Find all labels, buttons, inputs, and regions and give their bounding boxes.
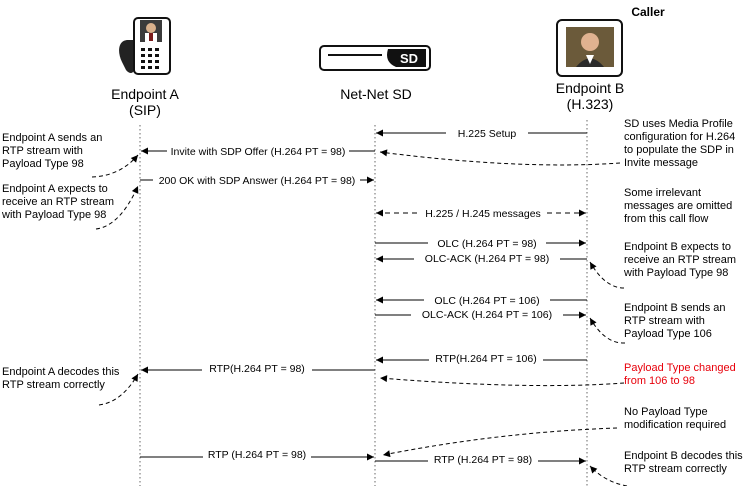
callout-b-decodes	[589, 465, 628, 486]
message-rtp-98-to-b: RTP (H.264 PT = 98)	[375, 454, 586, 467]
note-endpoint-a-decodes: Endpoint A decodes this RTP stream corre…	[2, 366, 123, 391]
svg-text:RTP (H.264 PT = 98): RTP (H.264 PT = 98)	[208, 449, 306, 461]
note-endpoint-a-sends: Endpoint A sends an RTP stream with Payl…	[2, 132, 105, 170]
message-rtp-98-to-a: RTP(H.264 PT = 98)	[141, 363, 375, 376]
svg-text:OLC (H.264 PT = 98): OLC (H.264 PT = 98)	[437, 238, 536, 250]
message-olc-ack-106: OLC-ACK (H.264 PT = 106)	[375, 308, 586, 321]
svg-text:H.225 / H.245 messages: H.225 / H.245 messages	[425, 208, 541, 220]
desk-phone-icon	[119, 17, 171, 75]
svg-text:200 OK with SDP Answer (H.264: 200 OK with SDP Answer (H.264 PT = 98)	[159, 175, 356, 187]
svg-text:RTP(H.264 PT = 106): RTP(H.264 PT = 106)	[435, 353, 536, 365]
note-no-modification: No Payload Type modification required	[624, 406, 726, 431]
endpoint-b-title: Endpoint B	[556, 80, 625, 96]
callout-a-decodes	[98, 373, 139, 406]
video-phone-icon	[556, 19, 623, 77]
callout-sd-profile	[379, 149, 621, 166]
message-h225-setup: H.225 Setup	[376, 126, 587, 140]
svg-text:OLC-ACK (H.264 PT = 106): OLC-ACK (H.264 PT = 106)	[422, 309, 552, 321]
svg-text:RTP(H.264 PT = 98): RTP(H.264 PT = 98)	[209, 363, 305, 375]
svg-text:RTP (H.264 PT = 98): RTP (H.264 PT = 98)	[434, 454, 532, 466]
sd-box-label: SD	[400, 51, 418, 66]
message-olc-106: OLC (H.264 PT = 106)	[376, 293, 587, 307]
svg-text:H.225 Setup: H.225 Setup	[458, 128, 517, 140]
message-rtp-98-from-a: RTP (H.264 PT = 98)	[140, 449, 374, 463]
svg-text:OLC-ACK (H.264 PT = 98): OLC-ACK (H.264 PT = 98)	[425, 253, 549, 265]
note-sd-media-profile: SD uses Media Profile configuration for …	[624, 118, 738, 169]
sd-appliance-icon: SD	[319, 45, 431, 71]
net-net-sd-title: Net-Net SD	[340, 86, 412, 102]
message-invite-sdp-offer: Invite with SDP Offer (H.264 PT = 98)	[141, 144, 375, 158]
caller-label: Caller	[631, 5, 665, 19]
message-olc-ack-98: OLC-ACK (H.264 PT = 98)	[376, 252, 587, 265]
callout-no-mod	[382, 427, 618, 458]
endpoint-a-protocol: (SIP)	[129, 102, 161, 118]
message-h225-h245: H.225 / H.245 messages	[376, 206, 586, 220]
callout-b-expects	[589, 261, 625, 289]
message-olc-98: OLC (H.264 PT = 98)	[375, 236, 586, 250]
endpoint-a-title: Endpoint A	[111, 86, 179, 102]
note-endpoint-b-decodes: Endpoint B decodes this RTP stream corre…	[624, 450, 745, 475]
callout-a-sends	[91, 154, 139, 178]
svg-text:OLC (H.264 PT = 106): OLC (H.264 PT = 106)	[434, 295, 539, 307]
svg-text:Invite with SDP Offer (H.264 P: Invite with SDP Offer (H.264 PT = 98)	[171, 146, 346, 158]
note-irrelevant-messages: Some irrelevant messages are omitted fro…	[624, 187, 735, 225]
note-endpoint-a-expects: Endpoint A expects to receive an RTP str…	[1, 183, 117, 221]
note-payload-type-changed: Payload Type changed from 106 to 98	[624, 362, 739, 387]
message-rtp-106: RTP(H.264 PT = 106)	[376, 353, 587, 366]
note-endpoint-b-sends: Endpoint B sends an RTP stream with Payl…	[624, 302, 729, 340]
endpoint-b-protocol: (H.323)	[567, 96, 614, 112]
callout-b-sends	[589, 317, 626, 344]
note-endpoint-b-expects: Endpoint B expects to receive an RTP str…	[623, 241, 739, 279]
callout-pt-changed	[379, 375, 625, 387]
message-200-ok-sdp-answer: 200 OK with SDP Answer (H.264 PT = 98)	[140, 173, 374, 187]
